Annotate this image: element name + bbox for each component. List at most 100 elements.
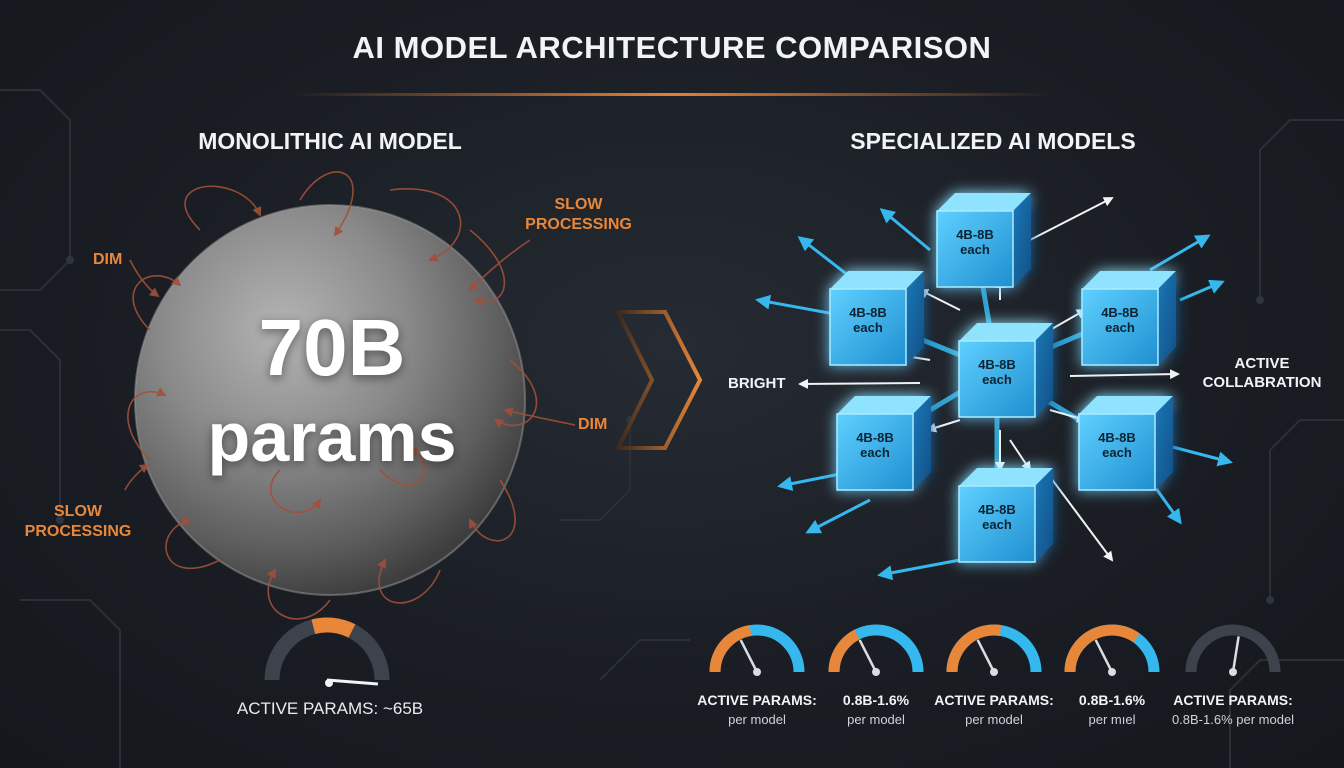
page-title: AI MODEL ARCHITECTURE COMPARISON — [352, 30, 992, 65]
gauge-needle — [1094, 639, 1114, 673]
cube-label: 4B-8B each — [956, 227, 994, 257]
gauge-fill — [311, 617, 356, 638]
gauge-hub — [872, 668, 880, 676]
gauge-hub — [1229, 668, 1237, 676]
monolithic-gauge — [264, 617, 390, 687]
cube-front-face — [936, 210, 1014, 288]
cube-top-face — [959, 323, 1053, 341]
gauge-caption-line2: per model — [965, 712, 1023, 727]
outward-arrow — [1044, 469, 1114, 562]
label-slow-processing-top: SLOW PROCESSING — [525, 196, 632, 233]
cube-label: 4B-8B each — [856, 430, 894, 460]
cube-label: 4B-8B each — [978, 502, 1016, 532]
label-active-collaboration: ACTIVE COLLABRATION — [1202, 355, 1322, 391]
gauge-fill — [1064, 624, 1140, 673]
cube-side-face — [913, 396, 931, 490]
outward-arrows — [755, 197, 1233, 581]
gauge-hub — [325, 679, 333, 687]
gauge-caption-line2: 0.8B-1.6% per model — [1171, 712, 1295, 727]
cube-label: 4B-8B each — [1101, 305, 1139, 335]
monolithic-gauge-caption: ACTIVE PARAMS: ~65B — [236, 699, 424, 718]
cube-top-face — [837, 396, 931, 414]
outward-arrow — [805, 498, 871, 534]
gauge-needle — [739, 639, 759, 673]
cube-top-face — [1082, 271, 1176, 289]
cube-label: 4B-8B each — [1098, 430, 1136, 460]
outward-arrow — [1029, 197, 1114, 241]
gauge-caption-line1: 0.8B-1.6% — [842, 692, 910, 708]
outward-arrow — [798, 378, 921, 389]
model-cube — [936, 193, 1031, 288]
gauge-fill — [709, 625, 752, 673]
label-slow-processing-bottom: SLOW PROCESSING — [24, 503, 132, 540]
gauge-caption-line1: 0.8B-1.6% — [1078, 692, 1146, 708]
cube-top-face — [937, 193, 1031, 211]
specialized-section-title: SPECIALIZED AI MODELS — [850, 128, 1136, 154]
cube-side-face — [1158, 271, 1176, 365]
cube-top-face — [1079, 396, 1173, 414]
label-dim-right: DIM — [578, 416, 608, 433]
chevron-arrow-icon — [614, 310, 703, 450]
outward-arrow — [1164, 443, 1233, 467]
outward-arrow — [926, 419, 961, 433]
outward-arrow — [1009, 439, 1032, 472]
cube-group — [829, 193, 1176, 563]
cube-front-face — [1078, 413, 1156, 491]
gauge-fill — [828, 629, 860, 673]
gauge-hub — [753, 668, 761, 676]
cube-front-face — [829, 288, 907, 366]
cube-side-face — [1155, 396, 1173, 490]
gauge-track — [264, 617, 390, 681]
cube-front-face — [958, 485, 1036, 563]
specialized-gauge — [946, 624, 1042, 676]
model-cube — [1078, 396, 1173, 491]
gauge-needle — [1231, 636, 1240, 673]
gauge-needle — [858, 639, 878, 673]
monolithic-sphere — [135, 205, 525, 595]
gauge-caption-line2: per model — [728, 712, 786, 727]
gauge-needle — [326, 678, 379, 686]
monolithic-section-title: MONOLITHIC AI MODEL — [198, 128, 462, 154]
cube-side-face — [1035, 323, 1053, 417]
specialized-gauge — [1185, 624, 1281, 676]
outward-arrow — [755, 294, 841, 317]
model-cube — [958, 468, 1053, 563]
gauge-caption-line1: ACTIVE PARAMS: — [1173, 692, 1293, 708]
gauge-hub — [1108, 668, 1116, 676]
cube-front-face — [958, 340, 1036, 418]
cube-side-face — [906, 271, 924, 365]
monolithic-param-unit: params — [207, 398, 457, 476]
cube-side-face — [1035, 468, 1053, 562]
label-bright: BRIGHT — [728, 375, 786, 392]
outward-arrow — [1149, 234, 1211, 272]
cube-label: 4B-8B each — [978, 357, 1016, 387]
cube-front-face — [1081, 288, 1159, 366]
gauge-fill — [946, 624, 1002, 673]
cube-top-face — [830, 271, 924, 289]
tangled-arrows — [124, 171, 576, 620]
model-cube — [829, 271, 924, 366]
outward-arrow — [918, 289, 961, 311]
cube-front-face — [836, 413, 914, 491]
specialized-gauge — [828, 624, 924, 676]
monolithic-param-value: 70B — [258, 303, 406, 392]
gauge-track — [1185, 624, 1281, 673]
gauge-caption-line1: ACTIVE PARAMS: — [697, 692, 817, 708]
cube-top-face — [959, 468, 1053, 486]
gauge-caption-line2: per model — [847, 712, 905, 727]
specialized-gauge — [709, 624, 805, 676]
model-cube — [836, 396, 931, 491]
model-cube — [1081, 271, 1176, 366]
outward-arrow — [879, 208, 931, 252]
title-divider — [290, 93, 1054, 96]
outward-arrow — [1049, 309, 1087, 331]
specialized-gauge — [1064, 624, 1160, 676]
outward-arrow — [1069, 369, 1180, 380]
gauge-needle — [976, 639, 996, 673]
label-dim-left: DIM — [93, 251, 123, 268]
gauge-hub — [990, 668, 998, 676]
model-cube — [958, 323, 1053, 418]
